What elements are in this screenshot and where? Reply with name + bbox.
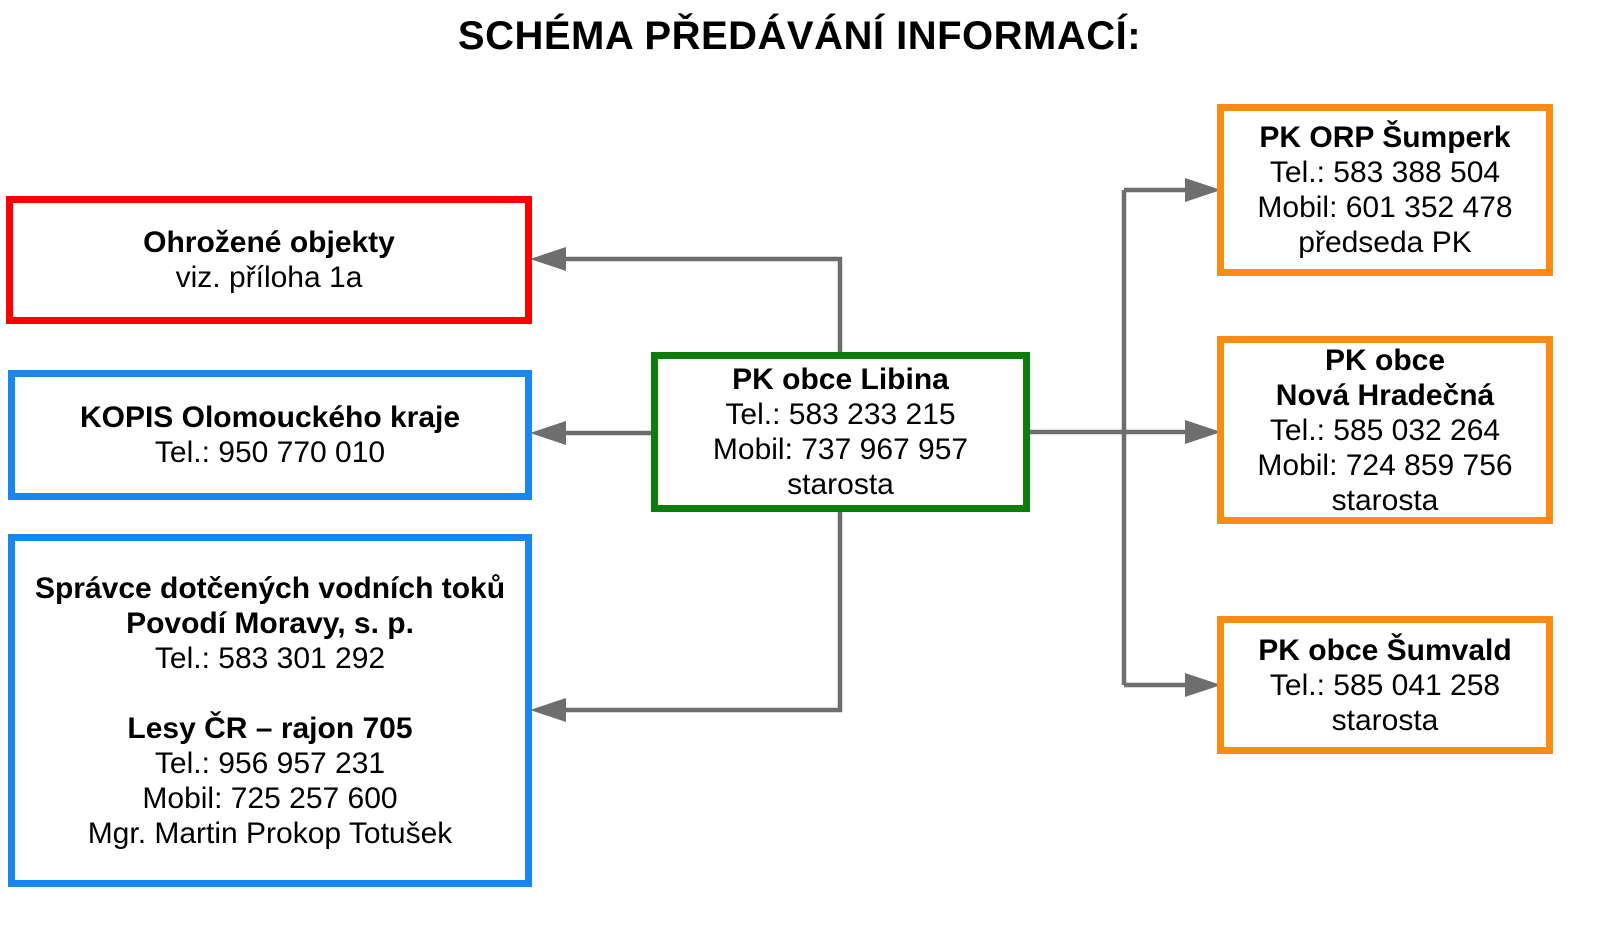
sumperk-name: PK ORP Šumperk: [1259, 121, 1511, 154]
water-administrator-box: Správce dotčených vodních toků Povodí Mo…: [8, 534, 532, 887]
sumvald-name: PK obce Šumvald: [1258, 633, 1512, 667]
arrowhead-sumperk: [1185, 178, 1221, 202]
sumperk-tel: Tel.: 583 388 504: [1269, 156, 1501, 189]
forest-mobil: Mobil: 725 257 600: [142, 781, 398, 815]
arrowhead-water: [530, 698, 566, 722]
arrowhead-threatened: [530, 247, 566, 271]
nova-hradecna-box: PK obce Nová Hradečná Tel.: 585 032 264 …: [1217, 336, 1553, 524]
forest-tel: Tel.: 956 957 231: [154, 746, 386, 780]
kopis-box: KOPIS Olomouckého kraje Tel.: 950 770 01…: [8, 370, 532, 500]
water-admin-name-line2: Povodí Moravy, s. p.: [126, 606, 414, 640]
sumvald-box: PK obce Šumvald Tel.: 585 041 258 staros…: [1217, 616, 1553, 754]
nova-role: starosta: [1331, 483, 1439, 517]
nova-mobil: Mobil: 724 859 756: [1257, 448, 1513, 482]
center-role: starosta: [787, 468, 894, 501]
sumvald-role: starosta: [1331, 703, 1439, 737]
nova-tel: Tel.: 585 032 264: [1269, 413, 1501, 447]
center-name: PK obce Libina: [732, 363, 949, 396]
water-admin-name-line1: Správce dotčených vodních toků: [34, 571, 506, 605]
kopis-tel: Tel.: 950 770 010: [154, 436, 386, 469]
connector-center-to-threatened: [566, 256, 843, 353]
sumperk-box: PK ORP Šumperk Tel.: 583 388 504 Mobil: …: [1217, 104, 1553, 276]
connector-center-to-water: [566, 511, 843, 713]
sumperk-mobil: Mobil: 601 352 478: [1257, 191, 1513, 224]
kopis-name: KOPIS Olomouckého kraje: [79, 401, 461, 434]
center-mobil: Mobil: 737 967 957: [712, 433, 969, 466]
forest-person: Mgr. Martin Prokop Totušek: [87, 816, 453, 850]
center-tel: Tel.: 583 233 215: [725, 398, 956, 431]
arrowhead-sumvald: [1185, 673, 1221, 697]
arrowhead-kopis: [530, 421, 566, 445]
threatened-objects-box: Ohrožené objekty viz. příloha 1a: [6, 196, 532, 324]
sumperk-role: předseda PK: [1298, 226, 1472, 259]
arrowhead-nova: [1185, 420, 1221, 444]
water-admin-tel: Tel.: 583 301 292: [154, 641, 386, 675]
nova-name-line1: PK obce: [1324, 343, 1446, 377]
forest-name: Lesy ČR – rajon 705: [127, 711, 413, 745]
threatened-objects-note: viz. příloha 1a: [175, 261, 363, 294]
threatened-objects-name: Ohrožené objekty: [143, 226, 395, 259]
diagram-title: SCHÉMA PŘEDÁVÁNÍ INFORMACÍ:: [457, 14, 1142, 58]
nova-name-line2: Nová Hradečná: [1275, 378, 1495, 412]
center-libina-box: PK obce Libina Tel.: 583 233 215 Mobil: …: [651, 352, 1030, 512]
sumvald-tel: Tel.: 585 041 258: [1269, 668, 1501, 702]
